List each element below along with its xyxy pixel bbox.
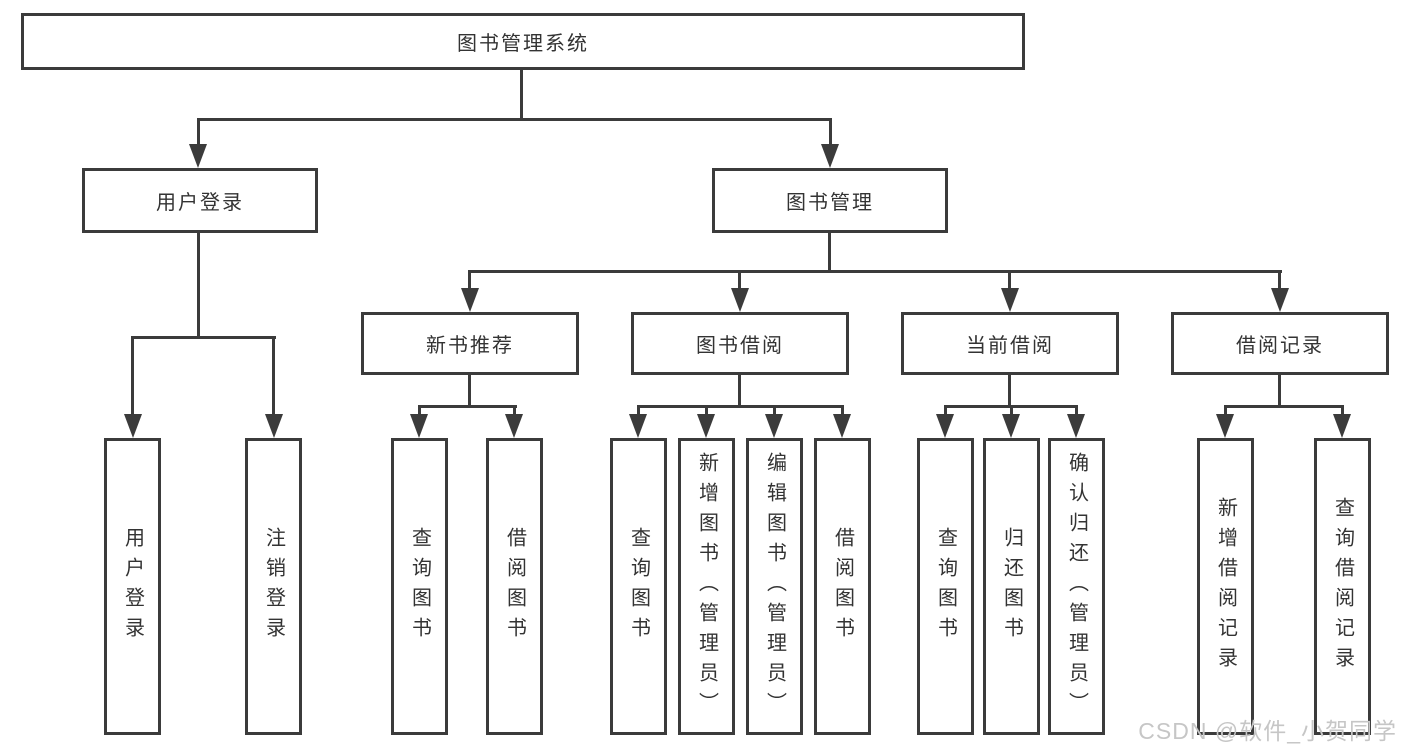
leaf-confirm-return-admin: 确认归还（管理员） — [1048, 438, 1105, 735]
node-new-book-recommendation: 新书推荐 — [361, 312, 579, 375]
connector-g4-leaf-stem — [944, 405, 947, 417]
leaf-borrow-books: 借阅图书 — [814, 438, 871, 735]
arrow-down-icon — [629, 414, 647, 438]
connector-g3-leaf-stem — [841, 405, 844, 417]
leaf-return-books-label: 归还图书 — [1000, 526, 1023, 647]
connector-root-branch — [197, 118, 832, 121]
arrow-down-icon — [731, 288, 749, 312]
leaf-query-borrow-record-label: 查询借阅记录 — [1331, 496, 1354, 677]
leaf-add-borrow-record: 新增借阅记录 — [1197, 438, 1254, 735]
arrow-down-icon — [1002, 414, 1020, 438]
connector-l3-stem — [468, 270, 471, 290]
node-current-borrowing: 当前借阅 — [901, 312, 1119, 375]
leaf-query-books-recommend-label: 查询图书 — [408, 526, 431, 647]
node-library-system-label: 图书管理系统 — [457, 33, 589, 55]
leaf-confirm-return-admin-label: 确认归还（管理员） — [1065, 451, 1088, 722]
connector-l3-stem — [738, 270, 741, 290]
leaf-query-books-recommend: 查询图书 — [391, 438, 448, 735]
arrow-down-icon — [1216, 414, 1234, 438]
leaf-add-books-admin: 新增图书（管理员） — [678, 438, 735, 735]
node-user-login: 用户登录 — [82, 168, 318, 233]
connector-l3-stem — [1008, 270, 1011, 290]
leaf-query-books-borrow: 查询图书 — [610, 438, 667, 735]
node-book-management-label: 图书管理 — [786, 192, 874, 214]
node-new-book-recommendation-label: 新书推荐 — [426, 335, 514, 357]
connector-g2-stem — [468, 375, 471, 405]
leaf-logout: 注销登录 — [245, 438, 302, 735]
node-borrowing-records-label: 借阅记录 — [1236, 335, 1324, 357]
arrow-down-icon — [833, 414, 851, 438]
connector-g5-leaf-stem — [1341, 405, 1344, 417]
connector-g1-stem — [197, 233, 200, 336]
watermark-csdn: CSDN @软件_小贺同学 — [1138, 718, 1397, 744]
leaf-borrow-books-label: 借阅图书 — [831, 526, 854, 647]
connector-g1-leaf1-stem — [131, 336, 134, 414]
arrow-down-icon — [124, 414, 142, 438]
node-library-system: 图书管理系统 — [21, 13, 1025, 70]
arrow-down-icon — [1067, 414, 1085, 438]
arrow-down-icon — [410, 414, 428, 438]
connector-g4-leaf-stem — [1010, 405, 1013, 417]
connector-g3-branch — [637, 405, 844, 408]
leaf-user-login-label: 用户登录 — [121, 526, 144, 647]
connector-userlogin-stem — [197, 118, 200, 146]
node-current-borrowing-label: 当前借阅 — [966, 335, 1054, 357]
arrow-down-icon — [265, 414, 283, 438]
arrow-down-icon — [461, 288, 479, 312]
arrow-down-icon — [1001, 288, 1019, 312]
leaf-edit-books-admin: 编辑图书（管理员） — [746, 438, 803, 735]
connector-g3-leaf-stem — [773, 405, 776, 417]
arrow-down-icon — [936, 414, 954, 438]
connector-g3-stem — [738, 375, 741, 405]
connector-g1-branch — [131, 336, 276, 339]
arrow-down-icon — [505, 414, 523, 438]
leaf-logout-label: 注销登录 — [262, 526, 285, 647]
node-book-borrowing-label: 图书借阅 — [696, 335, 784, 357]
connector-g2-branch — [418, 405, 517, 408]
arrow-down-icon — [189, 144, 207, 168]
leaf-add-borrow-record-label: 新增借阅记录 — [1214, 496, 1237, 677]
leaf-query-books-current: 查询图书 — [917, 438, 974, 735]
node-user-login-label: 用户登录 — [156, 192, 244, 214]
connector-g5-leaf-stem — [1224, 405, 1227, 417]
arrow-down-icon — [697, 414, 715, 438]
connector-g5-stem — [1278, 375, 1281, 405]
connector-g3-leaf-stem — [705, 405, 708, 417]
leaf-add-books-admin-label: 新增图书（管理员） — [695, 451, 718, 722]
connector-bm-branch — [468, 270, 1282, 273]
arrow-down-icon — [765, 414, 783, 438]
leaf-borrow-books-recommend: 借阅图书 — [486, 438, 543, 735]
leaf-edit-books-admin-label: 编辑图书（管理员） — [763, 451, 786, 722]
connector-g4-leaf-stem — [1075, 405, 1078, 417]
connector-bm-stem — [828, 233, 831, 270]
node-borrowing-records: 借阅记录 — [1171, 312, 1389, 375]
leaf-query-books-current-label: 查询图书 — [934, 526, 957, 647]
connector-bookmgmt-stem — [829, 118, 832, 146]
node-book-borrowing: 图书借阅 — [631, 312, 849, 375]
connector-g5-branch — [1224, 405, 1344, 408]
connector-g3-leaf-stem — [637, 405, 640, 417]
arrow-down-icon — [1271, 288, 1289, 312]
connector-g1-leaf2-stem — [272, 336, 275, 414]
arrow-down-icon — [1333, 414, 1351, 438]
leaf-borrow-books-recommend-label: 借阅图书 — [503, 526, 526, 647]
leaf-query-books-borrow-label: 查询图书 — [627, 526, 650, 647]
leaf-user-login: 用户登录 — [104, 438, 161, 735]
connector-l3-stem — [1278, 270, 1281, 290]
connector-root-stem — [520, 70, 523, 118]
connector-g4-stem — [1008, 375, 1011, 405]
node-book-management: 图书管理 — [712, 168, 948, 233]
leaf-query-borrow-record: 查询借阅记录 — [1314, 438, 1371, 735]
leaf-return-books: 归还图书 — [983, 438, 1040, 735]
connector-g2-leaf-stem — [513, 405, 516, 417]
connector-g2-leaf-stem — [418, 405, 421, 417]
arrow-down-icon — [821, 144, 839, 168]
